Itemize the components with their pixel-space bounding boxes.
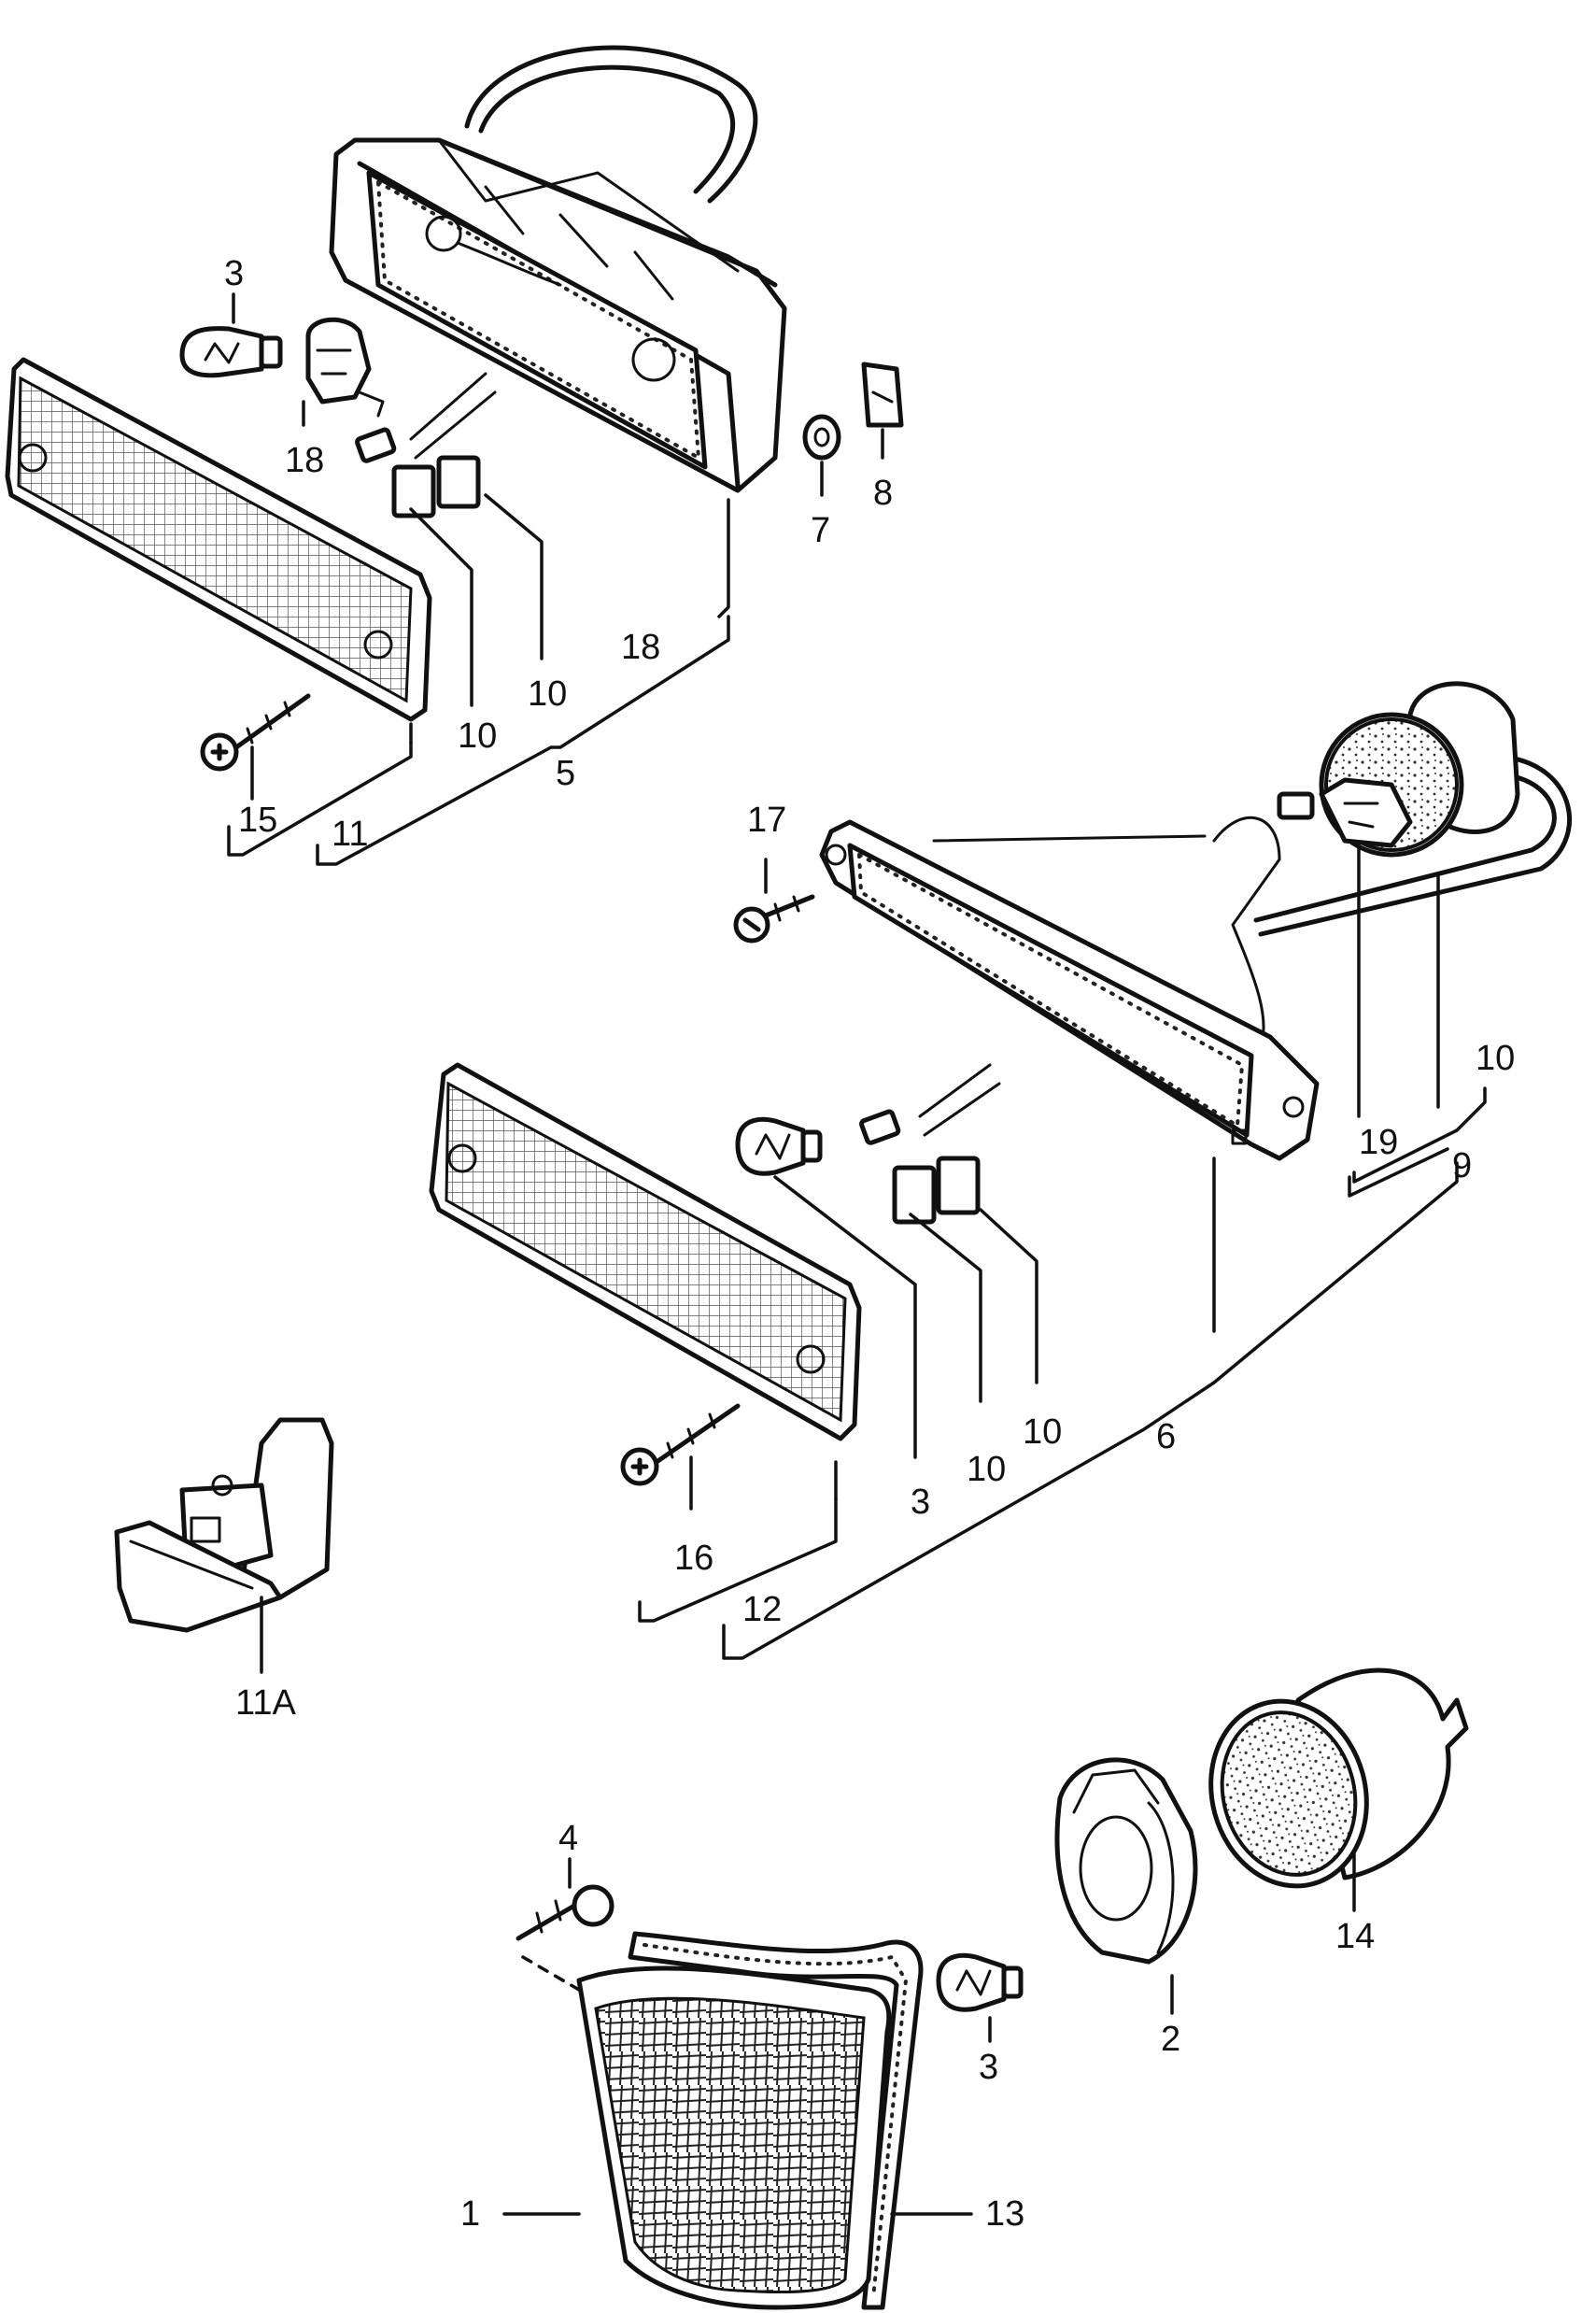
callout-1: 1	[460, 2194, 480, 2234]
lamp-body-14	[1208, 1667, 1469, 1889]
callout-18-b: 18	[621, 628, 660, 667]
gasket-13	[628, 1931, 924, 2310]
bulb-socket-upper	[305, 317, 385, 418]
callout-3-top: 3	[224, 254, 244, 293]
callout-10-c: 10	[1476, 1039, 1515, 1078]
callout-16: 16	[674, 1539, 713, 1578]
screw-4	[516, 1884, 614, 1992]
callout-14: 14	[1335, 1917, 1375, 1956]
callout-15: 15	[238, 801, 277, 840]
screw-15	[200, 693, 311, 772]
cable-loop-lower	[1253, 754, 1573, 937]
clip-8	[861, 362, 904, 428]
bulb-upper	[179, 326, 283, 378]
callout-17: 17	[747, 801, 786, 840]
lens-upper	[5, 357, 432, 722]
lamp-housing-upper	[329, 137, 787, 493]
screw-17	[733, 894, 815, 944]
callout-11a: 11A	[235, 1683, 296, 1723]
bulb-middle	[735, 1116, 823, 1176]
callout-11: 11	[332, 815, 368, 854]
lamp-housing-lower	[819, 816, 1320, 1161]
washer-7	[802, 414, 841, 461]
screw-16	[620, 1403, 741, 1486]
callout-3-bot: 3	[979, 2048, 998, 2087]
callout-5: 5	[556, 754, 575, 793]
callout-6: 6	[1156, 1417, 1176, 1456]
connectors-upper	[355, 372, 497, 518]
connectors-lower	[859, 1063, 1001, 1225]
leader-lines	[227, 292, 1487, 2216]
callout-10-e: 10	[967, 1450, 1006, 1489]
callout-10-b: 10	[458, 717, 497, 756]
callout-7: 7	[811, 511, 830, 550]
cable-loop-upper	[464, 45, 758, 204]
callout-18-a: 18	[285, 441, 324, 480]
callout-4: 4	[558, 1819, 578, 1858]
lens-corner-1	[576, 1965, 892, 2310]
callout-10-a: 10	[528, 674, 567, 714]
socket-2	[1054, 1757, 1198, 1965]
callout-9: 9	[1452, 1146, 1472, 1185]
callouts: 3 18 7 8 18 10 10 5 15 11 17 10 19 9 10 …	[224, 254, 1515, 2234]
callout-13: 13	[985, 2194, 1024, 2234]
bulb-bottom	[936, 1952, 1024, 2012]
lens-lower	[429, 1062, 862, 1441]
socket-19	[1277, 681, 1520, 858]
callout-8: 8	[873, 474, 893, 513]
callout-3-mid: 3	[911, 1483, 930, 1522]
callout-19: 19	[1359, 1123, 1398, 1162]
callout-2: 2	[1161, 2020, 1180, 2059]
callout-10-d: 10	[1023, 1412, 1062, 1452]
callout-12: 12	[742, 1590, 782, 1629]
adapter-11a	[114, 1417, 334, 1633]
